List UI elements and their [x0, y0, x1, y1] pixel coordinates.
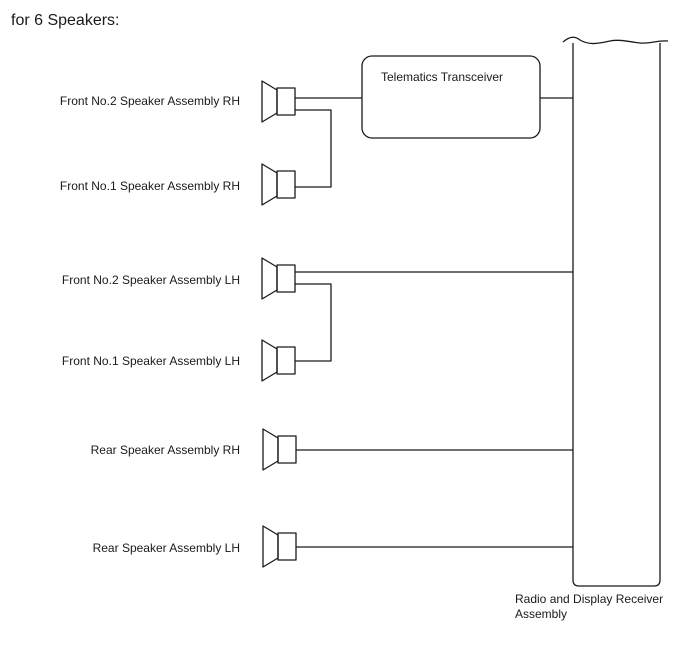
page-heading: for 6 Speakers:: [11, 12, 120, 29]
receiver-label: Radio and Display Receiver Assembly: [515, 592, 687, 622]
speaker-icon: [262, 525, 297, 568]
speaker-icon: [261, 339, 296, 382]
receiver-label-line1: Radio and Display Receiver: [515, 592, 664, 606]
speaker-label-front-no1-lh: Front No.1 Speaker Assembly LH: [61, 354, 240, 368]
receiver-box: [572, 43, 661, 587]
transceiver-box: [361, 55, 541, 139]
speaker-label-front-no2-rh: Front No.2 Speaker Assembly RH: [59, 94, 240, 108]
wire-front-rh: [295, 97, 362, 188]
speaker-icon: [261, 80, 296, 123]
speaker-label-front-no2-lh: Front No.2 Speaker Assembly LH: [61, 273, 240, 287]
speaker-icon: [262, 428, 297, 471]
speaker-label-rear-rh: Rear Speaker Assembly RH: [90, 443, 240, 457]
speaker-icon: [261, 257, 296, 300]
speaker-label-rear-lh: Rear Speaker Assembly LH: [92, 541, 240, 555]
speaker-icon: [261, 163, 296, 206]
receiver-label-line2: Assembly: [515, 607, 568, 621]
wire-front-lh: [295, 271, 573, 362]
speaker-label-front-no1-rh: Front No.1 Speaker Assembly RH: [59, 179, 240, 193]
receiver-torn-edge: [562, 36, 669, 45]
transceiver-label: Telematics Transceiver: [381, 70, 504, 84]
